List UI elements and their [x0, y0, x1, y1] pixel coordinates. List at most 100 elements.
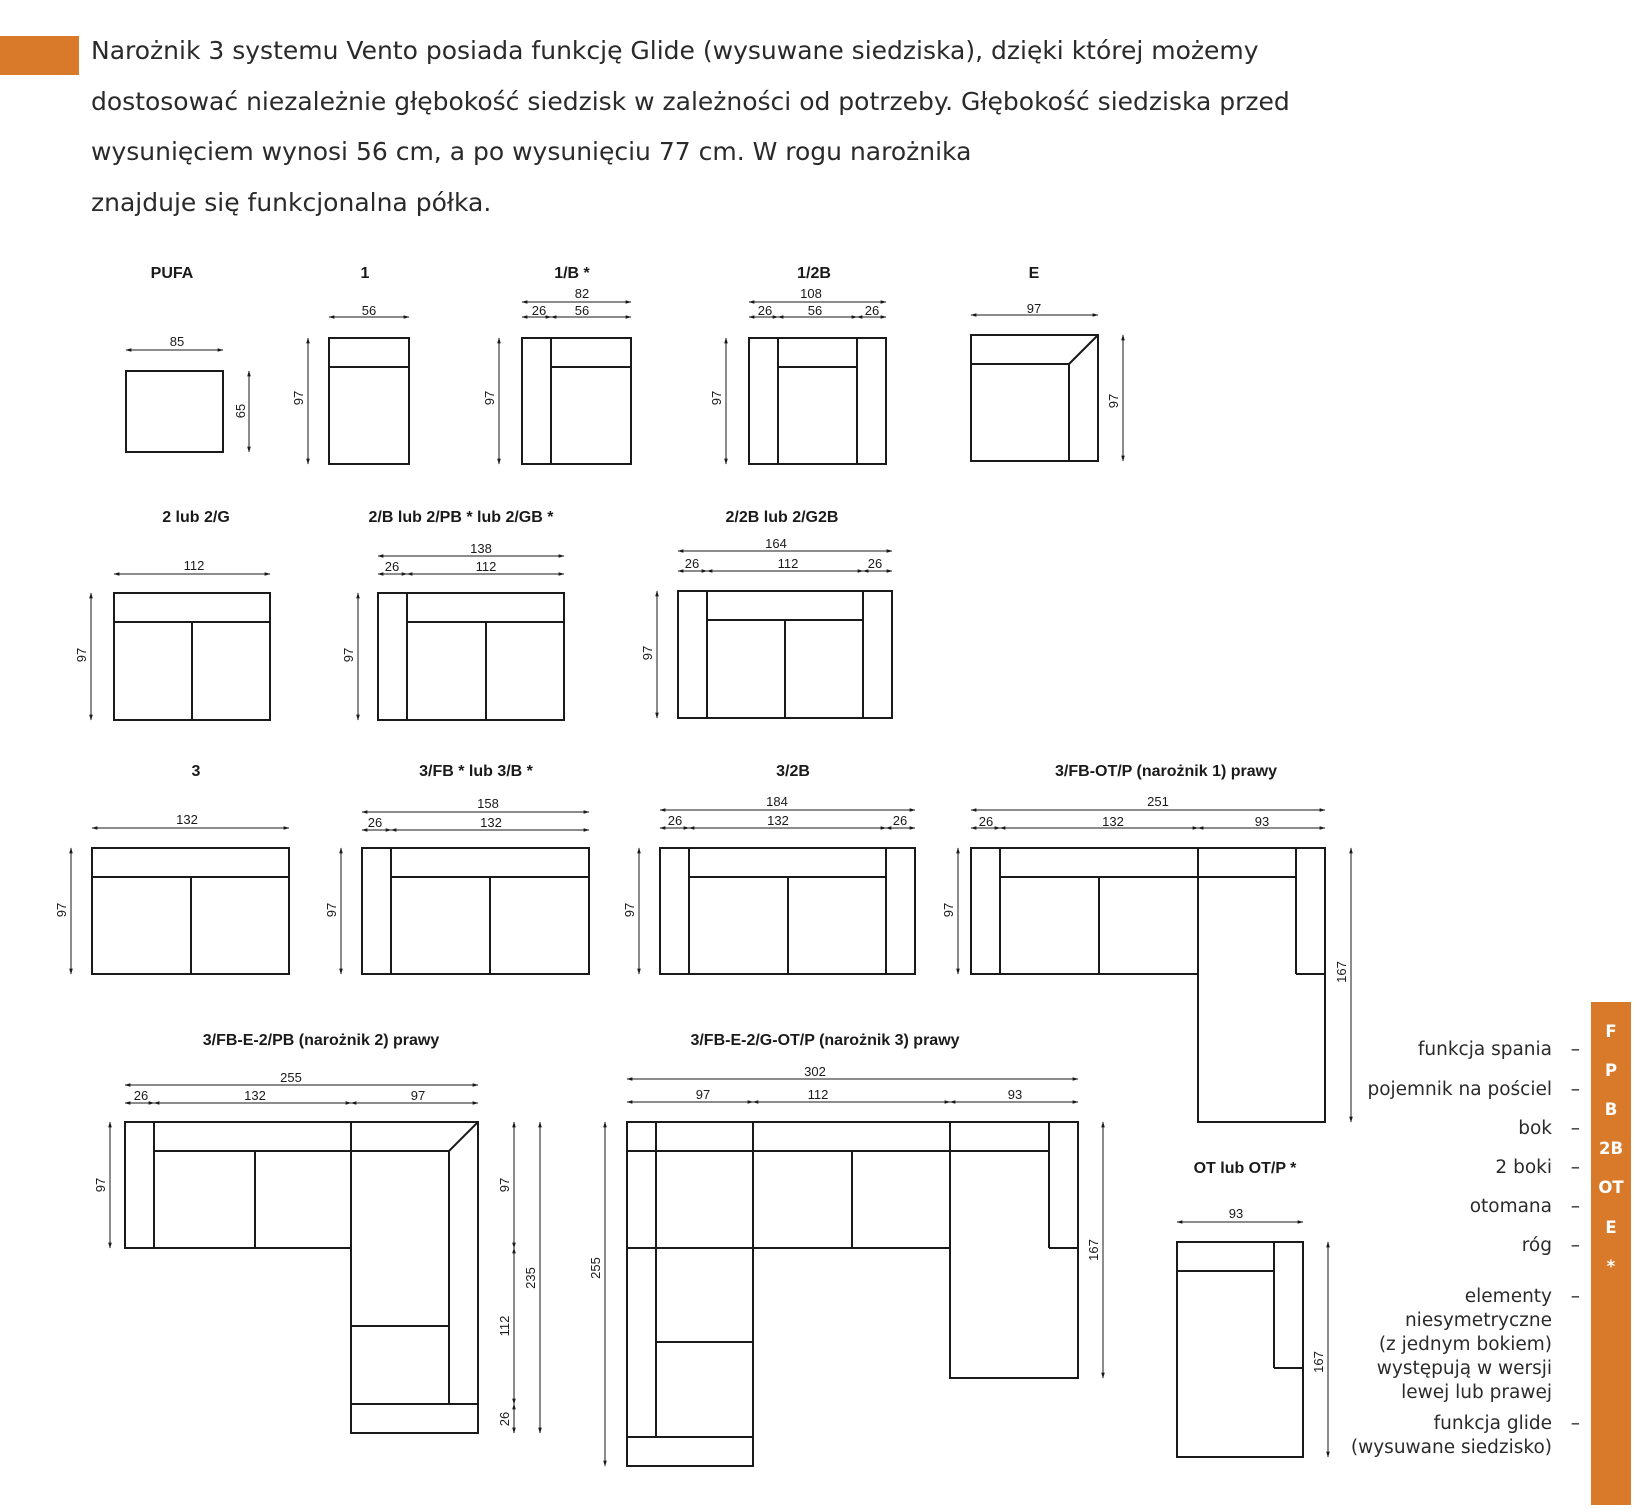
intro-paragraph: Narożnik 3 systemu Vento posiada funkcję…	[91, 26, 1351, 228]
dimension-label: 112	[808, 1087, 829, 1102]
legend-label: róg	[1522, 1234, 1552, 1258]
dimension-label: 93	[1255, 814, 1269, 829]
dimension-label: 167	[1334, 961, 1349, 983]
dimension-label: 26	[134, 1088, 148, 1103]
module-outline	[361, 847, 590, 975]
dimension-label: 251	[1147, 794, 1169, 809]
dimension-label: 26	[758, 303, 772, 318]
dimension-label: 97	[74, 648, 89, 662]
legend-item: pojemnik na pościel–	[1367, 1078, 1580, 1102]
dimension-label: 26	[532, 303, 546, 318]
dimension-label: 184	[766, 794, 788, 809]
dimension-label: 108	[800, 286, 822, 301]
legend-item: funkcja spania–	[1418, 1038, 1580, 1062]
legend-code: P	[1604, 1061, 1618, 1080]
legend-dash: –	[1570, 1118, 1580, 1139]
dimension-label: 132	[767, 813, 789, 828]
dimension-label: 97	[709, 391, 724, 405]
dimension-label: 26	[685, 556, 699, 571]
legend-dash: –	[1570, 1079, 1580, 1100]
dimension-label: 255	[280, 1070, 302, 1085]
module-title: 1/2B	[797, 265, 831, 282]
dimension-label: 97	[93, 1178, 108, 1192]
module-title: E	[1029, 265, 1040, 282]
dimension-label: 132	[244, 1088, 266, 1103]
module-e: E 97 97	[970, 265, 1125, 462]
module-outline	[970, 847, 1326, 1123]
module-title: 2/B lub 2/PB * lub 2/GB *	[369, 509, 555, 526]
legend-label-line: pojemnik na pościel	[1367, 1079, 1552, 1100]
module-title: 3/FB * lub 3/B *	[419, 763, 534, 780]
legend-label-line: lewej lub prawej	[1401, 1382, 1552, 1403]
legend-label: funkcja spania	[1418, 1038, 1552, 1062]
dimension-label: 302	[804, 1064, 826, 1079]
dimension-label: 26	[979, 814, 993, 829]
dimension-label: 167	[1311, 1351, 1326, 1373]
dimension-label: 26	[865, 303, 879, 318]
legend-label: otomana	[1470, 1195, 1552, 1219]
legend-label: 2 boki	[1495, 1156, 1552, 1180]
legend-label: bok	[1518, 1117, 1552, 1141]
module-outline	[970, 334, 1099, 462]
dimension-label: 97	[1106, 394, 1121, 408]
module-outline	[1176, 1241, 1304, 1458]
dimension-label: 56	[575, 303, 589, 318]
legend-code: OT	[1598, 1178, 1624, 1197]
dimension-label: 26	[893, 813, 907, 828]
legend-label-line: funkcja spania	[1417, 1039, 1552, 1060]
dimension-label: 164	[765, 536, 787, 551]
dimension-label: 132	[176, 812, 198, 827]
legend-label-line: (wysuwane siedzisko)	[1350, 1437, 1552, 1458]
dimension-label: 235	[523, 1267, 538, 1289]
dimension-label: 132	[1102, 814, 1124, 829]
module-title: 3/FB-E-2/PB (narożnik 2) prawy	[203, 1032, 440, 1049]
legend-label-line: 2 boki	[1495, 1157, 1552, 1178]
dimension-label: 85	[170, 334, 184, 349]
dimension-label: 26	[368, 815, 382, 830]
legend-label-line: niesymetryczne	[1404, 1310, 1552, 1331]
dimension-label: 97	[941, 903, 956, 917]
legend-dash: –	[1570, 1196, 1580, 1217]
legend-label: pojemnik na pościel	[1367, 1078, 1552, 1102]
module-3: 3 132 97	[54, 763, 290, 975]
intro-line: wysunięciem wynosi 56 cm, a po wysunięci…	[91, 137, 972, 166]
legend-label-line: funkcja glide	[1433, 1413, 1552, 1434]
legend-code: B	[1604, 1100, 1618, 1119]
dimension-label: 97	[54, 903, 69, 917]
module-outline	[328, 337, 410, 465]
dimension-label: 56	[362, 303, 376, 318]
dimension-label: 97	[324, 903, 339, 917]
intro-line: dostosować niezależnie głębokość siedzis…	[91, 86, 1290, 116]
dimension-label: 112	[476, 559, 497, 574]
module-title: 3	[192, 763, 201, 780]
legend-code: E	[1605, 1218, 1617, 1237]
dimension-label: 97	[497, 1178, 512, 1192]
legend-item: róg–	[1522, 1234, 1580, 1258]
module-outline	[377, 592, 565, 721]
legend-label-line: róg	[1521, 1235, 1552, 1256]
module-title: 3/2B	[776, 763, 810, 780]
legend-label-line: (z jednym bokiem)	[1378, 1334, 1552, 1355]
legend-dash: –	[1570, 1413, 1580, 1434]
dimension-label: 97	[1027, 301, 1041, 316]
dimension-label: 65	[233, 404, 248, 418]
legend-label-line: elementy	[1464, 1286, 1552, 1307]
dimension-label: 112	[497, 1316, 512, 1337]
dimension-label: 26	[385, 559, 399, 574]
dimension-label: 112	[778, 556, 799, 571]
legend-item: otomana–	[1470, 1195, 1580, 1219]
legend-code: *	[1606, 1257, 1616, 1276]
module-title: 3/FB-E-2/G-OT/P (narożnik 3) prawy	[690, 1032, 959, 1049]
legend-label-line: otomana	[1469, 1196, 1552, 1217]
module-outline	[124, 1121, 479, 1434]
dimension-label: 82	[575, 286, 589, 301]
module-title: 1/B *	[554, 265, 590, 282]
dimension-label: 138	[470, 541, 492, 556]
